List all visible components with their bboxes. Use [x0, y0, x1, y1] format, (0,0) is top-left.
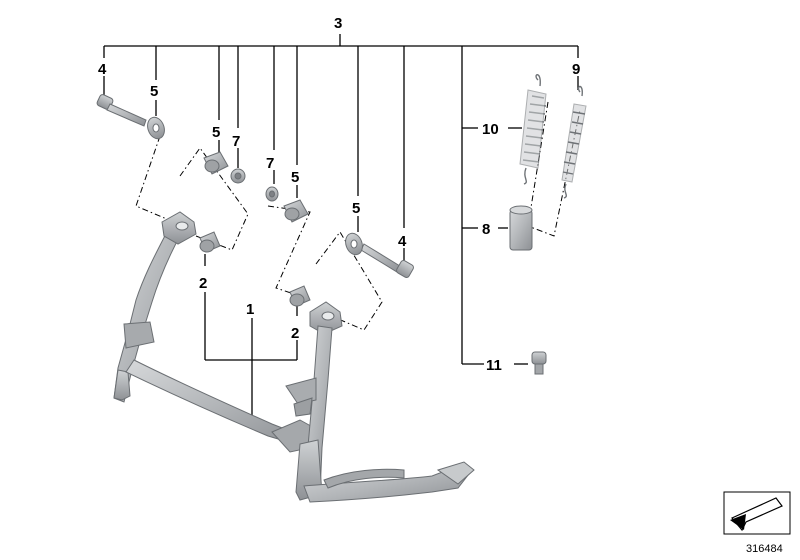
callout-7-b: 7	[266, 155, 274, 172]
callout-1: 1	[246, 301, 254, 318]
rubber-buffer	[509, 205, 533, 251]
bolt-left	[96, 94, 147, 127]
part-leaders	[103, 76, 579, 420]
callout-5-d: 5	[352, 200, 360, 217]
callout-10: 10	[482, 121, 499, 138]
callout-9: 9	[572, 61, 580, 78]
callout-7-a: 7	[232, 133, 240, 150]
bushings	[199, 151, 311, 307]
folded-sheet-arrow-icon	[723, 491, 791, 535]
callout-4-left: 4	[98, 61, 107, 78]
callout-5-a: 5	[150, 83, 158, 100]
callout-5-b: 5	[212, 124, 220, 141]
rubber-cap	[531, 351, 547, 375]
washers	[147, 116, 363, 256]
callout-8: 8	[482, 221, 490, 238]
spring-small	[561, 85, 587, 199]
callout-2-left: 2	[199, 275, 207, 292]
spring-large	[519, 74, 547, 185]
callout-5-c: 5	[291, 169, 299, 186]
leader-tree-3	[103, 34, 579, 365]
rings	[230, 168, 279, 202]
callout-3: 3	[334, 15, 342, 32]
callouts: 3 4 5 5 7 7 5 5 4 9 10 8 11 2 2 1	[98, 15, 580, 374]
reference-number: 316484	[746, 543, 783, 555]
bolt-right	[360, 243, 414, 278]
callout-4-right: 4	[398, 233, 407, 250]
callout-11: 11	[486, 357, 502, 374]
center-stand	[113, 211, 475, 503]
callout-2-right: 2	[291, 325, 299, 342]
